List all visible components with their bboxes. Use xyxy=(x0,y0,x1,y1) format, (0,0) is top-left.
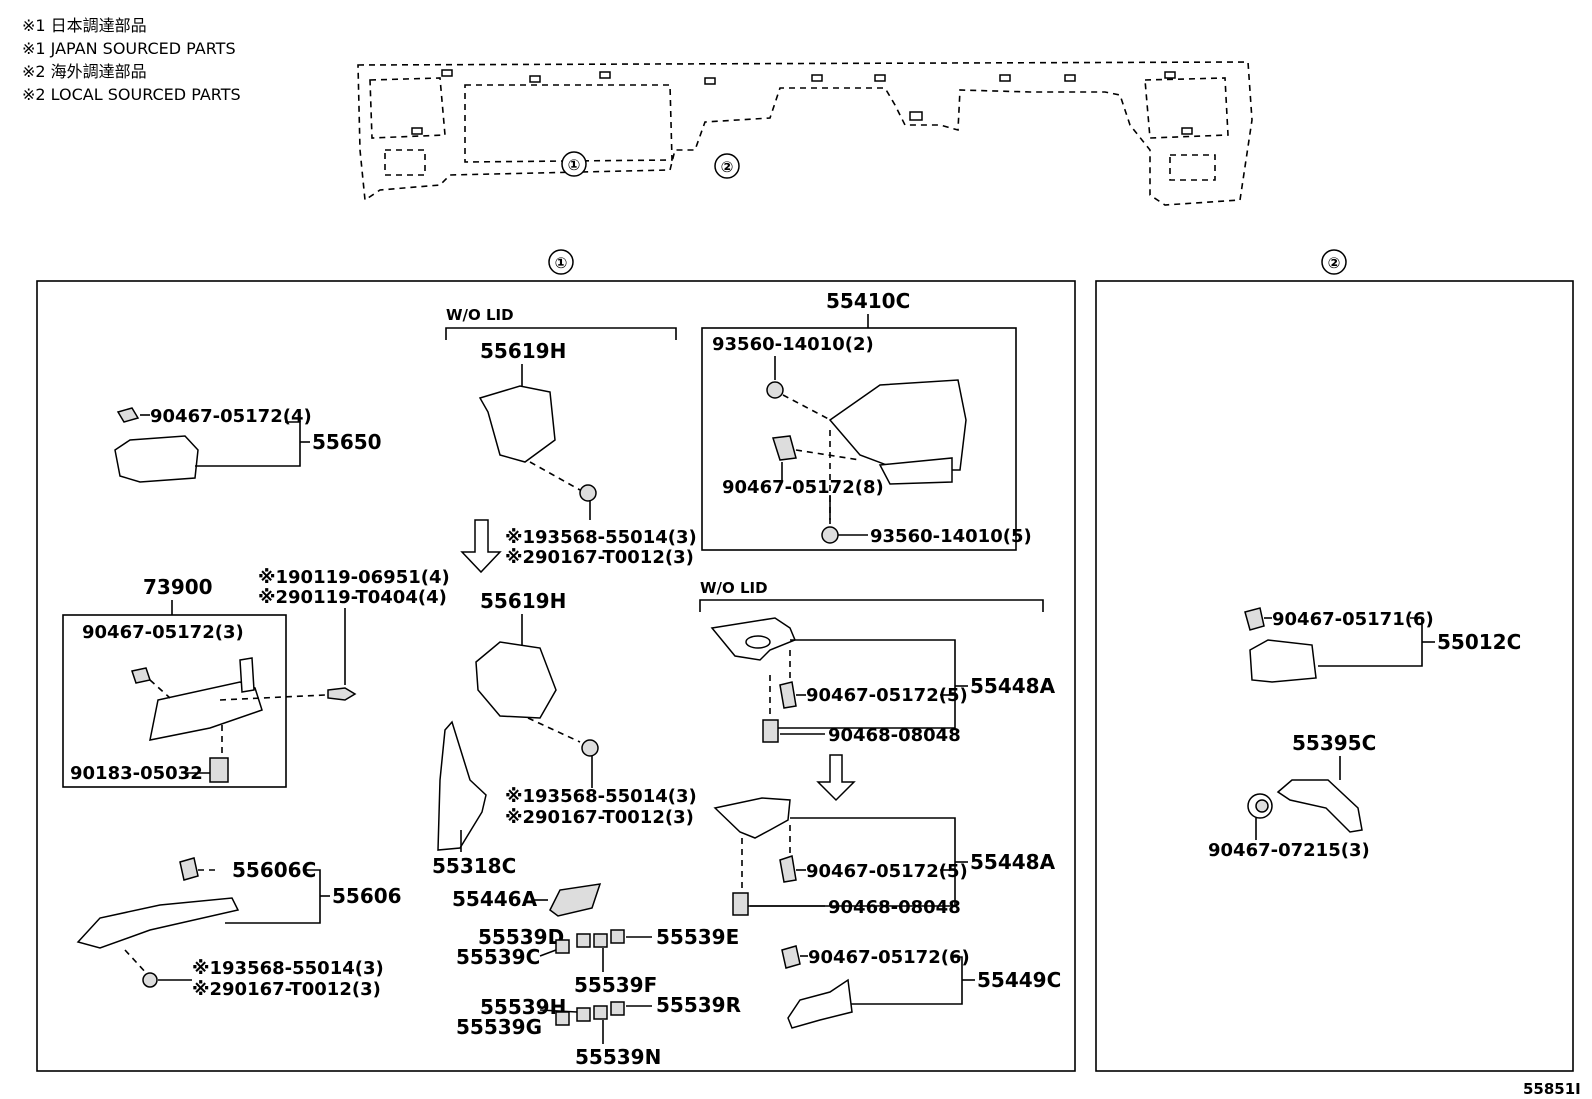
part-55606: 55606C 55606 ※193568-55014(3) ※290167-T0… xyxy=(76,857,402,1000)
label-55619h-lower-note-2: ※290167-T0012(3) xyxy=(505,807,694,828)
part-55448a-lower: 90467-05172(5) 55448A 90468-08048 xyxy=(713,797,1056,918)
label-55448a-upper-fastener: 90468-08048 xyxy=(828,725,961,746)
label-55606-note-1: ※193568-55014(3) xyxy=(192,958,384,979)
label-55539g: 55539G xyxy=(456,1015,542,1039)
part-55650: 90467-05172(4) 55650 xyxy=(114,406,382,483)
part-55619h-upper: 55619H ※193568-55014(3) ※290167-T0012(3) xyxy=(460,339,697,574)
label-55410c-screw-bot: 93560-14010(5) xyxy=(870,526,1032,547)
section-2-marker-circle xyxy=(1321,249,1347,275)
label-55539n: 55539N xyxy=(575,1045,661,1069)
box-73900 xyxy=(62,614,287,788)
label-55539e: 55539E xyxy=(656,925,739,949)
label-55395c-clip: 90467-07215(3) xyxy=(1208,840,1370,861)
label-55410c-screw-top: 93560-14010(2) xyxy=(712,334,874,355)
label-55318c: 55318C xyxy=(432,854,516,878)
wo-lid-label-2: W/O LID xyxy=(700,579,768,597)
buttons-55539: 55539D 55539E 55539C 55539F 55539H 55539… xyxy=(456,925,741,1069)
note-japan-en: ※1 JAPAN SOURCED PARTS xyxy=(22,39,236,58)
overview-marker-1: ① xyxy=(568,156,581,174)
section-2-marker: ② xyxy=(1328,254,1341,272)
label-55012c-clip: 90467-05171(6) xyxy=(1272,609,1434,630)
label-55539h: 55539H xyxy=(480,995,566,1019)
part-55446a: 55446A xyxy=(452,883,602,917)
label-55410c: 55410C xyxy=(826,289,910,313)
part-55395c: 55395C 90467-07215(3) xyxy=(1208,731,1376,861)
label-55539f: 55539F xyxy=(574,973,657,997)
label-55606: 55606 xyxy=(332,884,402,908)
part-55012c: 90467-05171(6) 55012C xyxy=(1244,607,1521,683)
label-55410c-clip: 90467-05172(8) xyxy=(722,477,884,498)
wo-lid-label-1: W/O LID xyxy=(446,306,514,324)
note-local-jp: ※2 海外調達部品 xyxy=(22,62,147,81)
label-55619h-upper-note-2: ※290167-T0012(3) xyxy=(505,547,694,568)
section-1-frame xyxy=(36,280,1076,1072)
label-55539c: 55539C xyxy=(456,945,540,969)
label-55619h-lower: 55619H xyxy=(480,589,566,613)
label-55619h-upper-note-1: ※193568-55014(3) xyxy=(505,527,697,548)
part-55448a-upper: 90467-05172(5) 55448A 90468-08048 xyxy=(710,617,1056,802)
figure-id: 55851I xyxy=(1523,1080,1581,1098)
part-55410c: 55410C 93560-14010(2) 90467-05172(8) 935… xyxy=(701,289,1032,551)
label-55448a-lower-fastener: 90468-08048 xyxy=(828,897,961,918)
label-55606c: 55606C xyxy=(232,858,316,882)
section-1-marker-circle xyxy=(548,249,574,275)
sourcing-notes: ※1 日本調達部品 ※1 JAPAN SOURCED PARTS ※2 海外調達… xyxy=(22,16,241,104)
instrument-panel-overview: ① ② xyxy=(357,61,1253,206)
label-55448a-upper: 55448A xyxy=(970,674,1056,698)
label-55539r: 55539R xyxy=(656,993,741,1017)
part-55318c: 55318C xyxy=(432,720,516,878)
label-55446a: 55446A xyxy=(452,887,538,911)
part-73900: 73900 90467-05172(3) 90183-05032 ※190119… xyxy=(62,567,450,788)
label-55012c: 55012C xyxy=(1437,630,1521,654)
label-55449c: 55449C xyxy=(977,968,1061,992)
label-55650-fastener: 90467-05172(4) xyxy=(150,406,312,427)
label-55449c-clip: 90467-05172(6) xyxy=(808,947,970,968)
part-55449c: 90467-05172(6) 55449C xyxy=(781,945,1061,1029)
label-73900-note-1: ※190119-06951(4) xyxy=(258,567,450,588)
section-2-frame xyxy=(1095,280,1574,1072)
label-55606-note-2: ※290167-T0012(3) xyxy=(192,979,381,1000)
section-1-marker: ① xyxy=(555,254,568,272)
label-73900-clip: 90467-05172(3) xyxy=(82,622,244,643)
note-japan-jp: ※1 日本調達部品 xyxy=(22,16,147,35)
label-55619h-upper: 55619H xyxy=(480,339,566,363)
label-55395c: 55395C xyxy=(1292,731,1376,755)
label-73900: 73900 xyxy=(143,575,213,599)
note-local-en: ※2 LOCAL SOURCED PARTS xyxy=(22,85,241,104)
label-73900-bolt: 90183-05032 xyxy=(70,763,203,784)
label-55650: 55650 xyxy=(312,430,382,454)
label-55448a-lower-clip: 90467-05172(5) xyxy=(806,861,968,882)
label-55619h-lower-note-1: ※193568-55014(3) xyxy=(505,786,697,807)
box-55410c xyxy=(701,327,1017,551)
label-55539d: 55539D xyxy=(478,925,564,949)
part-55619h-lower: 55619H ※193568-55014(3) ※290167-T0012(3) xyxy=(475,589,697,828)
label-55448a-lower: 55448A xyxy=(970,850,1056,874)
label-55448a-upper-clip: 90467-05172(5) xyxy=(806,685,968,706)
overview-marker-2: ② xyxy=(721,158,734,176)
label-73900-note-2: ※290119-T0404(4) xyxy=(258,587,447,608)
